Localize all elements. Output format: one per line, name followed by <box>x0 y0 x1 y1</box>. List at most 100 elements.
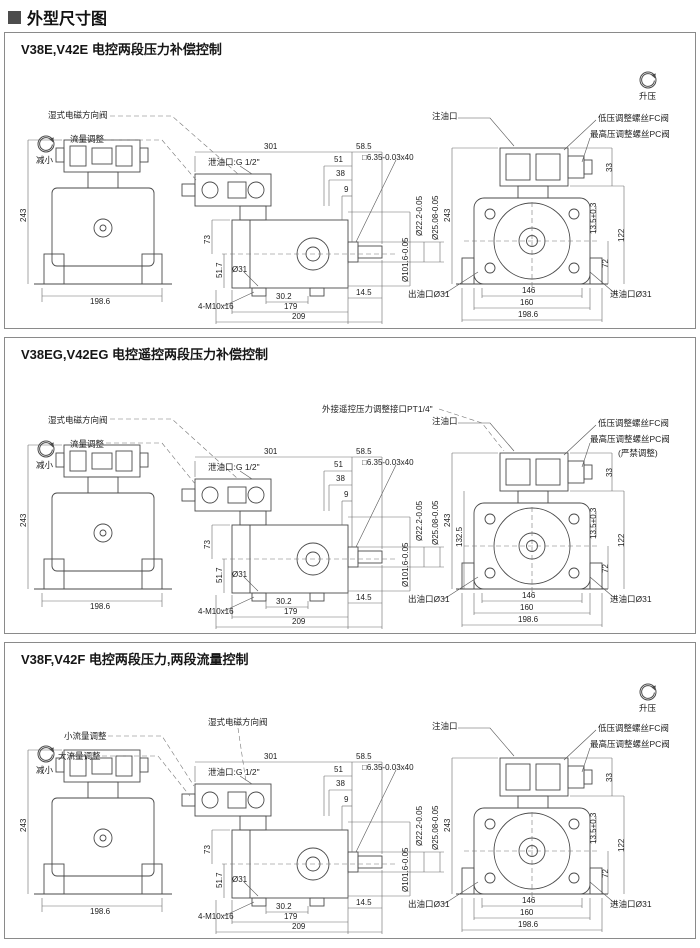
decrease-label: 减小 <box>36 460 54 470</box>
dim-label: 51.7 <box>215 567 224 583</box>
dim-label: 243 <box>19 208 28 222</box>
drain-port-label: 泄油口:G 1/2" <box>208 767 260 777</box>
panel-v38f-v42f: V38F,V42F 电控两段压力,两段流量控制 湿式电磁方向阀小流量调整大流量调… <box>4 642 696 939</box>
header-square-icon <box>8 10 21 24</box>
dim-label: 38 <box>336 169 345 178</box>
dim-label: 209 <box>292 922 306 931</box>
inlet-port-label: 进油口Ø31 <box>610 594 652 604</box>
pump-drawing <box>27 408 625 630</box>
max-pressure-screw-label: 最高压调整螺丝PC阀 <box>590 434 670 444</box>
dim-label: 30.2 <box>276 597 292 606</box>
dim-label: 33 <box>605 773 614 782</box>
inlet-port-label: 进油口Ø31 <box>610 899 652 909</box>
dim-label: 73 <box>203 845 212 854</box>
dim-label: 4-M10x16 <box>198 302 234 311</box>
key-dim-label: □6.35-0.03x40 <box>362 763 414 772</box>
dim-label: Ø31 <box>232 265 248 274</box>
panel-title: V38E,V42E 电控两段压力补偿控制 <box>21 42 222 57</box>
dim-label: 301 <box>264 752 278 761</box>
clockwise-rotation-icon <box>639 683 657 701</box>
small-flow-adjust-label: 小流量调整 <box>64 731 107 741</box>
dim-label: 179 <box>284 302 298 311</box>
dim-label: 243 <box>443 513 452 527</box>
page-header: 外型尺寸图 <box>8 6 696 28</box>
wet-solenoid-valve-label: 湿式电磁方向阀 <box>208 717 268 727</box>
dim-label: 51 <box>334 460 343 469</box>
dim-label: 301 <box>264 447 278 456</box>
outlet-port-label: 出油口Ø31 <box>408 289 450 299</box>
dim-label: 198.6 <box>518 615 539 624</box>
dim-label: 160 <box>520 603 534 612</box>
dim-label: 30.2 <box>276 902 292 911</box>
drain-port-label: 泄油口:G 1/2" <box>208 462 260 472</box>
fill-port-label: 注油口 <box>432 111 458 121</box>
dim-label: 73 <box>203 235 212 244</box>
inlet-port-label: 进油口Ø31 <box>610 289 652 299</box>
dim-label: 198.6 <box>518 920 539 929</box>
dim-label: 13.5+0.3 <box>589 202 598 234</box>
dimension-sheet: 外型尺寸图 V38E,V42E 电控两段压力补偿控制 湿式电磁方向阀流量调整减小… <box>4 6 696 939</box>
low-pressure-screw-label: 低压调整螺丝FC阀 <box>598 723 669 733</box>
dim-label: 4-M10x16 <box>198 607 234 616</box>
dim-label: 14.5 <box>356 288 372 297</box>
dim-label: 72 <box>601 564 610 573</box>
dim-label: 9 <box>344 185 349 194</box>
dim-label: 58.5 <box>356 447 372 456</box>
flow-adjust-label: 流量调整 <box>70 134 105 144</box>
fill-port-label: 注油口 <box>432 416 458 426</box>
dim-label: 122 <box>617 533 626 547</box>
boost-label: 升压 <box>639 91 657 101</box>
outlet-port-label: 出油口Ø31 <box>408 899 450 909</box>
dim-label: 9 <box>344 795 349 804</box>
max-pressure-screw-label: 最高压调整螺丝PC阀 <box>590 129 670 139</box>
dim-label: 198.6 <box>518 310 539 319</box>
dim-label: 14.5 <box>356 593 372 602</box>
dim-label: 122 <box>617 838 626 852</box>
dim-label: 160 <box>520 908 534 917</box>
dim-label: 243 <box>443 208 452 222</box>
dim-label: 243 <box>443 818 452 832</box>
key-dim-label: □6.35-0.03x40 <box>362 458 414 467</box>
dim-label: 243 <box>19 513 28 527</box>
dim-label: 301 <box>264 142 278 151</box>
wet-solenoid-valve-label: 湿式电磁方向阀 <box>48 110 108 120</box>
boost-label: 升压 <box>639 703 657 713</box>
dim-label: 51 <box>334 155 343 164</box>
pump-drawing <box>27 71 657 325</box>
dim-label: 38 <box>336 779 345 788</box>
dim-label: 146 <box>522 591 536 600</box>
dim-label: Ø31 <box>232 570 248 579</box>
panel-title: V38F,V42F 电控两段压力,两段流量控制 <box>21 652 249 667</box>
low-pressure-screw-label: 低压调整螺丝FC阀 <box>598 418 669 428</box>
max-pressure-screw-label: 最高压调整螺丝PC阀 <box>590 739 670 749</box>
dim-label: Ø25.08-0.05 <box>431 500 440 545</box>
dim-label: 209 <box>292 312 306 321</box>
dim-label: 4-M10x16 <box>198 912 234 921</box>
dim-label: 51 <box>334 765 343 774</box>
dim-label: 198.6 <box>90 297 111 306</box>
large-flow-adjust-label: 大流量调整 <box>58 751 101 761</box>
counterclockwise-rotation-icon <box>37 440 55 458</box>
dim-label: Ø22.2-0.05 <box>415 500 424 541</box>
dim-label: Ø22.2-0.05 <box>415 805 424 846</box>
dim-label: Ø25.08-0.05 <box>431 195 440 240</box>
counterclockwise-rotation-icon <box>37 135 55 153</box>
dim-label: 179 <box>284 912 298 921</box>
dim-label: 72 <box>601 259 610 268</box>
dim-label: 209 <box>292 617 306 626</box>
dim-label: Ø22.2-0.05 <box>415 195 424 236</box>
drain-port-label: 泄油口:G 1/2" <box>208 157 260 167</box>
dim-label: 13.5+0.3 <box>589 812 598 844</box>
dim-label: 58.5 <box>356 752 372 761</box>
dim-label: 122 <box>617 228 626 242</box>
no-adjust-label: (严禁调整) <box>618 448 658 458</box>
dim-label: 198.6 <box>90 907 111 916</box>
dim-label: Ø31 <box>232 875 248 884</box>
dim-label: Ø101.6-0.05 <box>401 542 410 587</box>
page-title: 外型尺寸图 <box>27 11 108 28</box>
dim-label: 146 <box>522 896 536 905</box>
dim-label: 13.5+0.3 <box>589 507 598 539</box>
panel-v38eg-v42eg: V38EG,V42EG 电控遥控两段压力补偿控制 湿式电磁方向阀流量调整减小外接… <box>4 337 696 634</box>
